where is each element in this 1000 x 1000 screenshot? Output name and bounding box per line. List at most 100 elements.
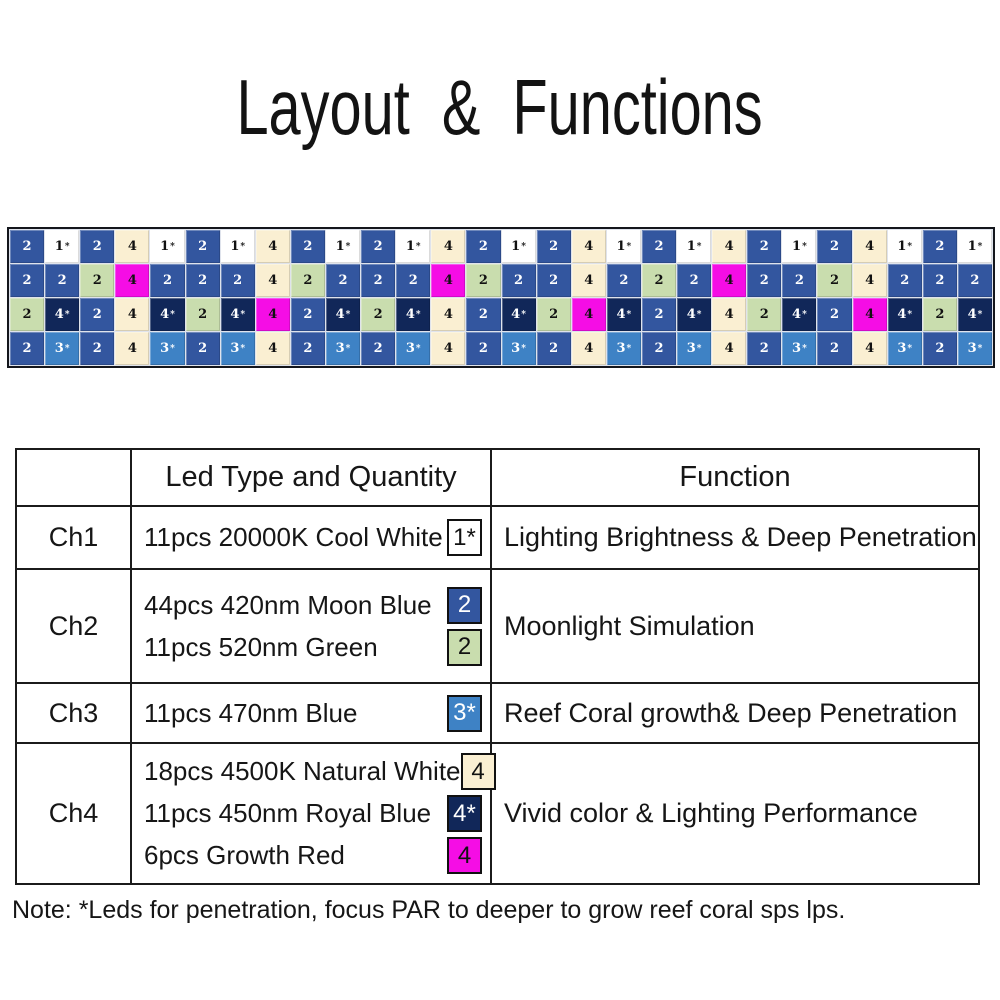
penetration-star: *	[802, 310, 807, 320]
penetration-star: *	[907, 344, 913, 354]
function-description: Vivid color & Lighting Performance	[490, 742, 980, 885]
led-cell: 4	[712, 230, 747, 263]
penetration-star: *	[696, 242, 702, 252]
led-cell: 2	[10, 230, 45, 263]
led-color-badge: 4	[460, 753, 496, 790]
led-cell: 3*	[887, 332, 922, 365]
led-cell: 4	[431, 230, 466, 263]
led-cell: 4*	[957, 298, 992, 331]
led-cell: 2	[361, 230, 396, 263]
led-line: 6pcs Growth Red 4	[144, 837, 482, 874]
led-cell: 2	[10, 298, 45, 331]
led-cell: 3*	[957, 332, 992, 365]
function-description: Lighting Brightness & Deep Penetration	[490, 505, 980, 570]
led-cell: 4	[255, 298, 290, 331]
led-cell: 1*	[782, 230, 817, 263]
led-cell: 2	[466, 298, 501, 331]
page-title-text: Layout & Functions	[236, 63, 764, 151]
led-cell: 2	[536, 332, 571, 365]
led-description: 18pcs 4500K Natural White	[144, 756, 461, 786]
led-cell: 2	[466, 332, 501, 365]
led-cell: 2	[641, 264, 677, 297]
penetration-star: *	[977, 310, 983, 320]
led-cell: 2	[290, 332, 325, 365]
led-cell: 1*	[220, 230, 255, 263]
penetration-star: *	[696, 310, 702, 320]
led-cell: 2	[747, 298, 782, 331]
led-cell: 4	[255, 230, 290, 263]
penetration-star: *	[802, 242, 807, 252]
led-color-badge: 4	[447, 837, 482, 874]
led-cell: 2	[466, 264, 501, 297]
penetration-star: *	[345, 242, 351, 252]
penetration-star: *	[64, 310, 70, 320]
penetration-star: *	[521, 242, 526, 252]
led-cell: 1*	[45, 230, 80, 263]
led-cell: 2	[922, 298, 957, 331]
penetration-star: *	[240, 242, 246, 252]
penetration-star: *	[626, 344, 632, 354]
led-cell: 1*	[396, 230, 431, 263]
led-cell: 1*	[150, 230, 185, 263]
led-cell: 4	[852, 298, 887, 331]
led-cell: 4	[852, 264, 887, 297]
penetration-star: *	[626, 242, 632, 252]
led-description: 44pcs 420nm Moon Blue	[144, 589, 432, 620]
led-cell: 4	[255, 332, 290, 365]
led-cell: 4	[115, 264, 150, 297]
led-cell: 2	[10, 264, 45, 297]
channel-label: Ch4	[15, 742, 132, 885]
led-cell: 2	[641, 230, 677, 263]
penetration-star: *	[345, 310, 351, 320]
led-cell: 2	[536, 230, 571, 263]
led-cell: 4	[115, 230, 150, 263]
led-cell: 2	[957, 264, 992, 297]
penetration-star: *	[415, 242, 421, 252]
header-led-type: Led Type and Quantity	[130, 448, 492, 507]
led-cell: 4*	[501, 298, 536, 331]
led-cell: 2	[817, 298, 852, 331]
led-cell: 2	[641, 298, 677, 331]
led-cell: 1*	[957, 230, 992, 263]
function-description: Moonlight Simulation	[490, 568, 980, 684]
led-cell: 2	[466, 230, 501, 263]
led-cell: 2	[887, 264, 922, 297]
led-cell: 2	[922, 264, 957, 297]
led-cell: 2	[361, 332, 396, 365]
led-color-badge: 4*	[447, 795, 482, 832]
led-cell: 4*	[325, 298, 361, 331]
penetration-star: *	[345, 344, 351, 354]
led-cell: 4*	[887, 298, 922, 331]
led-cell: 2	[80, 332, 115, 365]
penetration-star: *	[977, 344, 983, 354]
led-cell: 4	[431, 332, 466, 365]
led-cell: 4*	[677, 298, 712, 331]
table-header-row: Led Type and Quantity Function	[15, 448, 980, 507]
led-cell: 2	[747, 332, 782, 365]
led-color-badge: 2	[447, 628, 482, 666]
led-description: 6pcs Growth Red	[144, 840, 345, 870]
led-cell: 2	[641, 332, 677, 365]
led-description: 11pcs 20000K Cool White	[144, 522, 443, 552]
channel-label: Ch2	[15, 568, 132, 684]
penetration-star: *	[521, 310, 526, 320]
led-cell: 4	[431, 264, 466, 297]
led-cell: 2	[817, 264, 852, 297]
led-cell: 4*	[220, 298, 255, 331]
led-cell: 4*	[606, 298, 641, 331]
led-cell: 2	[922, 230, 957, 263]
led-cell: 2	[747, 230, 782, 263]
led-cell: 2	[45, 264, 80, 297]
led-cell: 2	[361, 298, 396, 331]
